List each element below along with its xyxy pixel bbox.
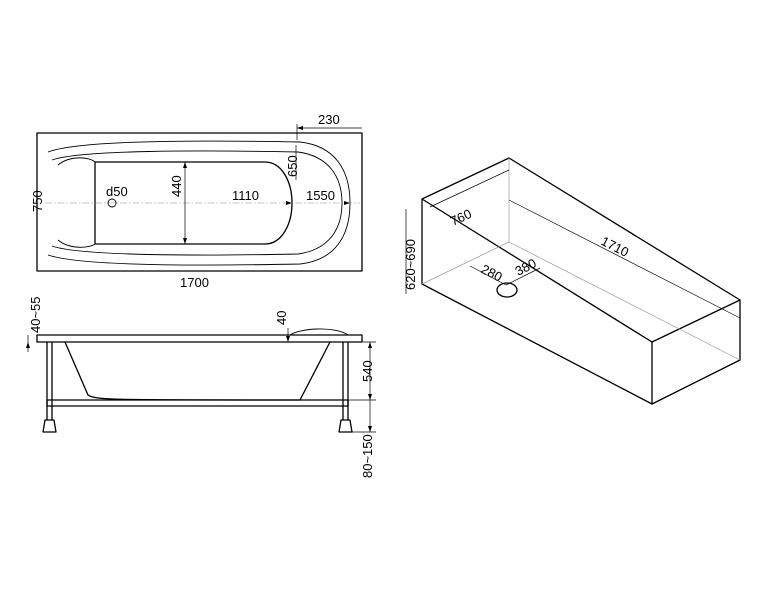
armrest-left-bottom xyxy=(57,239,96,248)
dim-1550-label: 1550 xyxy=(306,188,335,203)
iso-dim-1710 xyxy=(508,199,741,319)
iso-760-label: 760 xyxy=(448,206,474,229)
dim-650-label: 650 xyxy=(285,155,300,177)
dim-540-arrow-a xyxy=(368,342,372,348)
foot-right xyxy=(338,419,353,433)
iso-drain xyxy=(496,282,518,298)
dim-40-55-arrow xyxy=(26,342,30,348)
rim-side xyxy=(36,334,363,343)
dim-1550-arrow xyxy=(344,201,350,205)
dim-750-label: 750 xyxy=(30,190,45,212)
iso-380-label: 380 xyxy=(513,255,539,278)
tub-body-side xyxy=(64,341,331,401)
headrest-side xyxy=(289,328,349,336)
iso-dim-380 xyxy=(505,267,541,286)
dim-540-arrow-b xyxy=(368,394,372,400)
side-view: 40~55 40 540 80~150 xyxy=(26,296,376,478)
iso-hidden-left xyxy=(421,241,510,285)
iso-front-edge xyxy=(421,198,741,405)
iso-hidden-right xyxy=(508,241,741,361)
frame-bar xyxy=(46,399,349,407)
iso-280-label: 280 xyxy=(479,261,505,284)
iso-dim-760 xyxy=(429,169,510,208)
dim-40-arrow xyxy=(286,336,290,342)
dim-1700-label: 1700 xyxy=(180,275,209,290)
dim-540-label: 540 xyxy=(360,360,375,382)
dim-40-55-label: 40~55 xyxy=(28,296,43,333)
tub-outline-top xyxy=(36,132,363,272)
dim-1110-arrow xyxy=(286,201,292,205)
iso-1710-label: 1710 xyxy=(599,233,632,259)
dim-80-150-label: 80~150 xyxy=(360,434,375,478)
iso-view: 620~690 760 1710 280 380 xyxy=(403,157,741,405)
dim-230-arrow xyxy=(297,126,303,130)
dim-80-150-arrow xyxy=(368,426,372,432)
dim-440-arrow-a xyxy=(183,162,187,168)
drain-label: d50 xyxy=(106,184,128,199)
dim-1110-label: 1110 xyxy=(232,188,259,203)
iso-top-face xyxy=(421,157,741,343)
armrest-left xyxy=(57,157,96,166)
dim-230-label: 230 xyxy=(318,112,340,127)
dim-40-label: 40 xyxy=(274,311,289,325)
foot-left xyxy=(42,419,57,433)
top-view: d50 230 750 440 1110 650 1550 1700 xyxy=(30,112,363,290)
drain-top xyxy=(107,198,117,208)
dim-440-label: 440 xyxy=(169,175,184,197)
iso-620-690-label: 620~690 xyxy=(403,239,418,290)
iso-dim-280 xyxy=(469,265,507,286)
dim-440-arrow-b xyxy=(183,238,187,244)
